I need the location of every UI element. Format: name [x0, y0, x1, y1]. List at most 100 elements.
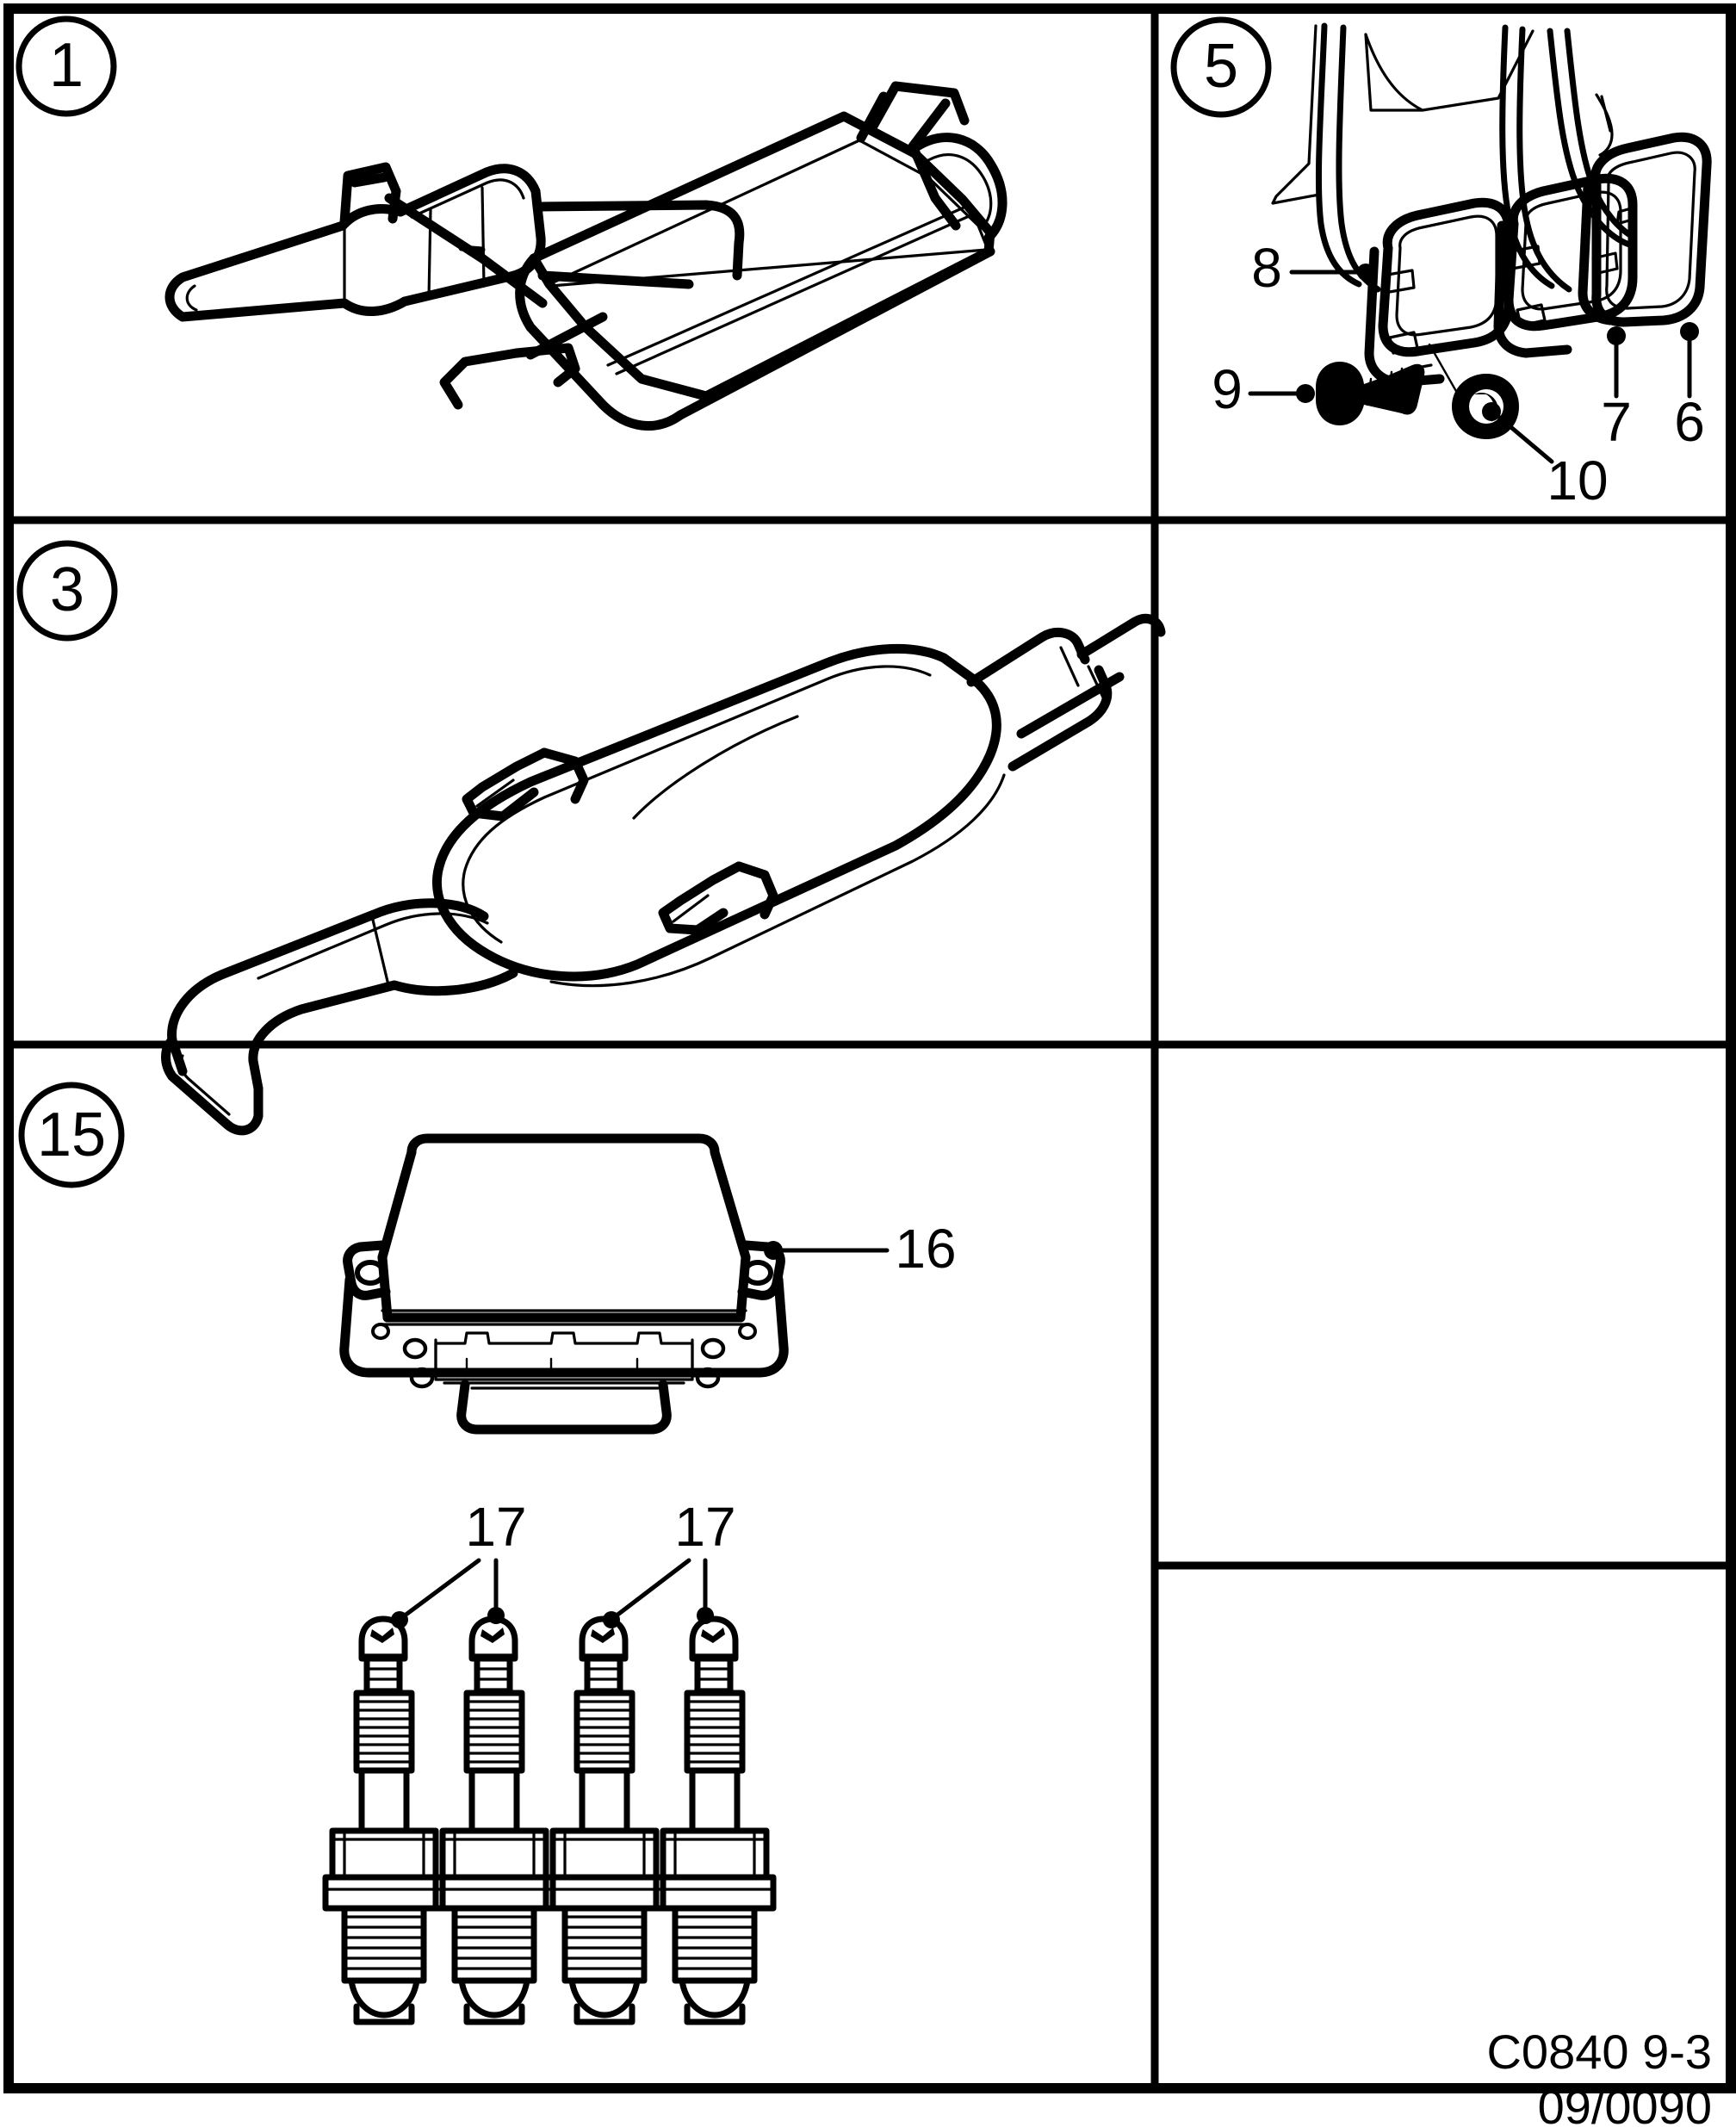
- silencer-highlight-line: [606, 203, 971, 367]
- hanger-bracket-rear: [866, 81, 970, 134]
- hanger-rod-lower-2: [525, 312, 608, 360]
- outlet-pipe-lower: [1016, 672, 1125, 739]
- plug4-ceramic-lower: [689, 1767, 741, 1834]
- panel-3-number-badge: 3: [16, 540, 118, 642]
- callout-8-label: 8: [1251, 237, 1282, 299]
- ecu-connector-block: [434, 1331, 694, 1381]
- plug1-ground-electrode: [353, 2003, 415, 2025]
- callout-17-right: 17: [603, 1496, 736, 1628]
- panel-5-number: 5: [1204, 32, 1238, 101]
- plug2-hex-facets: [441, 1829, 548, 1879]
- accelerator-pedal-slot: [1591, 251, 1619, 276]
- ecu-screw-hole-6: [738, 1323, 757, 1340]
- plug3-tip: [568, 1977, 641, 2018]
- outlet-neck-seam-2: [1087, 665, 1106, 701]
- plug4-hex-facets: [661, 1829, 768, 1879]
- plug3-insulator-upper: [584, 1655, 623, 1696]
- centre-hanger-hook-upper: [462, 747, 549, 822]
- panel-1-badge-circle: [16, 16, 117, 117]
- plug1-rib-lines: [363, 1667, 403, 1691]
- plug1-gasket: [322, 1874, 446, 1912]
- inlet-pipe-bottom: [248, 968, 518, 1094]
- centre-hanger-hook-upper-arm: [539, 747, 589, 804]
- plug1-terminal-top: [370, 1628, 394, 1643]
- plug2-tip: [458, 1977, 530, 2018]
- plug1-ceramic-lower: [358, 1767, 410, 1834]
- pedal-bolt: [1316, 362, 1425, 425]
- inlet-pipe-top: [167, 898, 489, 1076]
- callout-6-label: 6: [1674, 391, 1705, 453]
- plug2-ceramic-lower: [468, 1767, 520, 1834]
- bulkhead-inner-panel-2: [1364, 33, 1424, 112]
- outlet-neck-seam-1: [1059, 646, 1080, 687]
- centre-hanger-hook-upper-inner: [475, 778, 515, 808]
- callout-10-leader: [1494, 412, 1554, 464]
- plug2-rib-lines: [474, 1667, 513, 1691]
- plug2-ceramic: [463, 1690, 525, 1774]
- plug2-thread-shank: [451, 1905, 537, 1984]
- panel-15-number-badge: 15: [18, 1082, 125, 1188]
- plug3-gasket: [542, 1874, 666, 1912]
- callout-10: 10: [1482, 402, 1609, 512]
- plug1-ceramic-ribs: [353, 1700, 415, 1764]
- panel-3-illustration: [161, 614, 1166, 1136]
- strap-left: [458, 245, 486, 253]
- inlet-mouth-outer: [161, 1035, 264, 1136]
- ecu-connector-skirt: [456, 1380, 672, 1435]
- ecu-mount-ear-left: [343, 1240, 391, 1300]
- plug1-thread-shank: [341, 1905, 427, 1984]
- callout-17-right-label: 17: [674, 1496, 735, 1558]
- plug3-ground-electrode: [574, 2003, 636, 2025]
- hanger-bracket-rear-leg: [908, 98, 961, 231]
- plug1-hex: [329, 1827, 439, 1881]
- nut-hole-shade: [1474, 393, 1498, 422]
- panel-5-illustration: 8 9 10 7: [1212, 22, 1712, 512]
- accelerator-pedal-notch: [1615, 207, 1633, 226]
- centre-muffler-lower-seam: [549, 773, 1006, 988]
- nut-assembly-line: [1428, 343, 1466, 406]
- plug4-ceramic-ribs: [684, 1700, 746, 1764]
- plug1-ceramic: [353, 1690, 415, 1774]
- tailpipe-mouth-outer: [164, 204, 410, 322]
- callout-8-dot: [1357, 264, 1374, 281]
- ecu-screw-hole-1: [402, 1337, 428, 1360]
- pedal-bracket-arm-1: [1499, 24, 1555, 289]
- panel-1-number-badge: 1: [16, 16, 117, 117]
- revision-code: 09/0090: [1538, 2080, 1712, 2127]
- callout-16: 16: [764, 1218, 957, 1280]
- plug4-ground-electrode: [684, 2003, 746, 2025]
- plug3-threads: [563, 1915, 646, 1970]
- ecu-mount-hole-right: [742, 1260, 773, 1286]
- panel-15-illustration: 16: [322, 1133, 957, 2025]
- callout-10-dot: [1482, 402, 1501, 421]
- callout-17-left: 17: [391, 1496, 527, 1628]
- callout-16-label: 16: [895, 1218, 956, 1280]
- plug4-hex: [660, 1827, 770, 1881]
- connector-pipe-top: [536, 200, 745, 281]
- ecu-screw-hole-4: [695, 1367, 721, 1389]
- plug3-hex: [549, 1827, 660, 1881]
- spark-plug-3: [542, 1615, 666, 2025]
- callout-6: 6: [1674, 322, 1705, 453]
- spark-plug-1: [322, 1615, 446, 2025]
- callout-17-left-dot-b: [487, 1607, 505, 1624]
- bolt-body: [1316, 362, 1425, 425]
- brake-pedal-pad-inner: [1521, 190, 1622, 311]
- tailpipe-mouth-inner: [185, 284, 198, 312]
- callout-9-dot: [1296, 384, 1315, 403]
- brake-pedal-arm-plate: [1493, 220, 1572, 358]
- centre-hanger-hook-lower: [658, 861, 744, 935]
- outlet-flange-inner: [927, 153, 993, 231]
- pedal-bracket-detail-2: [1600, 95, 1612, 133]
- silencer-highlight-line-2: [615, 212, 976, 375]
- panel-5-badge-circle: [1170, 16, 1272, 118]
- ecu-screw-hole-3: [409, 1367, 435, 1389]
- callout-16-dot: [764, 1241, 783, 1260]
- tailpipe-sleeve-band-2: [480, 186, 486, 288]
- callout-17-right-dot-a: [603, 1611, 620, 1628]
- callout-10-label: 10: [1547, 450, 1608, 512]
- plug3-ceramic-ribs: [574, 1700, 636, 1764]
- inlet-mouth-inner: [179, 1054, 231, 1116]
- plug3-thread-shank: [561, 1905, 648, 1984]
- inlet-pipe-seam: [257, 912, 489, 980]
